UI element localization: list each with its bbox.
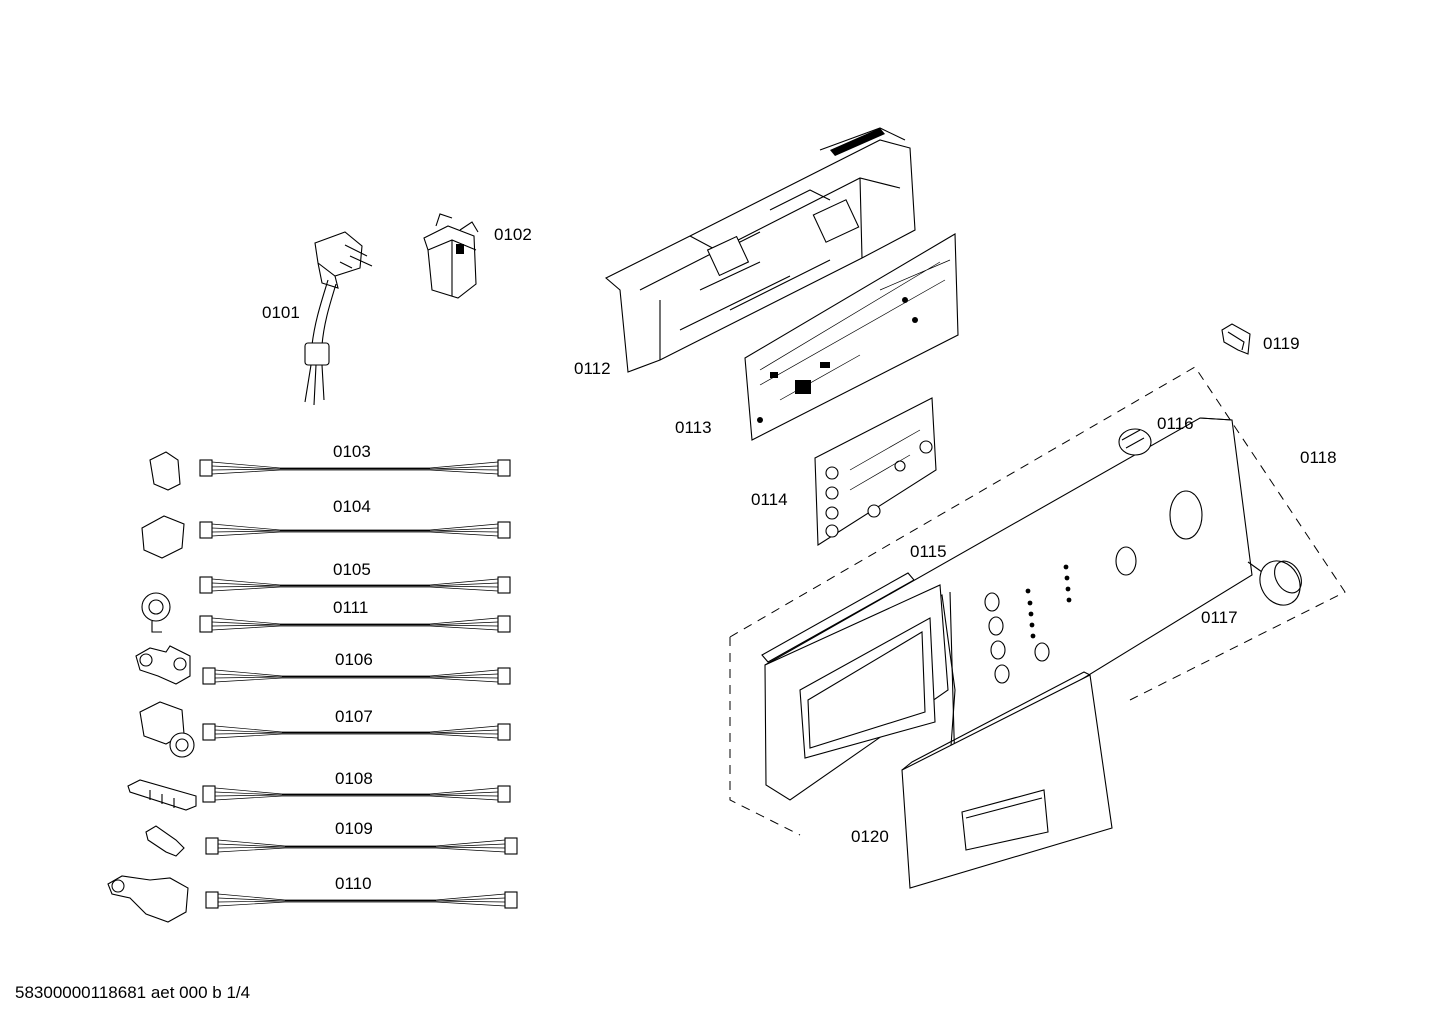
label-0115: 0115 (910, 542, 947, 561)
part-labels: 0101 0102 0103 0104 0105 0111 0106 0107 … (262, 225, 1337, 893)
harness-0106 (135, 645, 511, 685)
label-0111: 0111 (333, 598, 368, 617)
label-0117: 0117 (1201, 608, 1238, 627)
harness-0108 (127, 779, 511, 811)
label-0114: 0114 (751, 490, 788, 509)
label-0110: 0110 (335, 874, 372, 893)
label-0104: 0104 (333, 497, 371, 516)
label-0120: 0120 (851, 827, 889, 846)
label-0119: 0119 (1263, 334, 1300, 353)
harness-list (107, 451, 518, 923)
label-0113: 0113 (675, 418, 712, 437)
harness-0107 (139, 701, 511, 758)
drawing-reference-footer: 58300000118681 aet 000 b 1/4 (15, 983, 250, 1002)
harness-0111 (141, 592, 511, 633)
label-0101: 0101 (262, 303, 300, 322)
label-0109: 0109 (335, 819, 373, 838)
harness-0105 (199, 576, 511, 594)
part-knob (1247, 560, 1302, 606)
part-control-panel (761, 417, 1253, 801)
part-main-pcb (744, 233, 959, 441)
part-button (1118, 428, 1152, 456)
harness-0109 (145, 825, 518, 857)
part-interference-suppressor (423, 213, 479, 299)
label-0112: 0112 (574, 359, 611, 378)
label-0107: 0107 (335, 707, 373, 726)
label-0118: 0118 (1300, 448, 1337, 467)
label-0103: 0103 (333, 442, 371, 461)
harness-0103 (149, 451, 511, 491)
harness-0110 (107, 875, 518, 923)
part-power-cord-plug (304, 231, 373, 406)
label-0102: 0102 (494, 225, 532, 244)
label-0106: 0106 (335, 650, 373, 669)
part-drawer-handle (901, 671, 1113, 889)
part-control-frame (605, 127, 916, 373)
label-0108: 0108 (335, 769, 373, 788)
part-clip (1221, 323, 1251, 355)
part-display-pcb (814, 397, 937, 546)
part-panel-outline (729, 366, 1346, 701)
label-0116: 0116 (1157, 414, 1194, 433)
harness-0104 (141, 515, 511, 559)
label-0105: 0105 (333, 560, 371, 579)
